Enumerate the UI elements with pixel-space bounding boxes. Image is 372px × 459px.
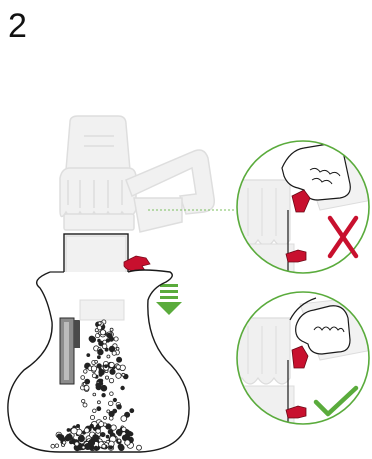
debris-particle	[92, 374, 96, 378]
debris-particle	[102, 344, 107, 349]
debris-particle	[89, 336, 94, 341]
debris-particle	[101, 433, 105, 437]
debris-particle	[94, 446, 97, 449]
debris-particle	[62, 441, 65, 444]
debris-particle	[110, 328, 113, 331]
debris-particle	[104, 416, 107, 419]
debris-particle	[127, 431, 132, 436]
debris-particle	[93, 393, 96, 396]
inset-correct	[236, 292, 372, 430]
debris-particle	[117, 405, 122, 410]
debris-particle	[107, 355, 110, 358]
debris-particle	[84, 370, 88, 374]
debris-particle	[93, 409, 97, 413]
debris-particle	[112, 351, 116, 355]
debris-particle	[137, 445, 142, 450]
debris-particle	[71, 428, 77, 434]
debris-particle	[55, 444, 59, 448]
debris-particle	[109, 337, 114, 342]
debris-particle	[82, 399, 85, 402]
debris-particle	[95, 329, 98, 332]
debris-particle	[105, 376, 108, 379]
debris-particle	[95, 360, 98, 363]
debris-particle	[125, 440, 130, 445]
debris-particle	[83, 403, 87, 407]
debris-particle	[116, 365, 120, 369]
debris-particle	[58, 435, 64, 441]
debris-particle	[81, 376, 85, 380]
debris-particle	[98, 349, 104, 355]
debris-particle	[122, 373, 125, 376]
debris-particle	[118, 439, 121, 442]
debris-particle	[117, 357, 122, 362]
debris-particle	[76, 424, 79, 427]
debris-particle	[82, 446, 85, 449]
debris-particle	[85, 379, 90, 384]
debris-particle	[122, 427, 126, 431]
debris-particle	[109, 362, 114, 367]
debris-particle	[111, 425, 116, 430]
debris-particle	[119, 445, 125, 451]
debris-particle	[84, 385, 89, 390]
bin-base	[80, 300, 124, 320]
debris-particle	[102, 393, 106, 397]
debris-particle	[75, 442, 79, 446]
debris-particle	[98, 322, 101, 325]
debris-particle	[99, 422, 104, 427]
debris-particle	[97, 364, 102, 369]
debris-particle	[74, 446, 77, 449]
debris-particle	[97, 356, 100, 359]
debris-particle	[121, 416, 127, 422]
debris-particle	[97, 407, 101, 411]
debris-particle	[100, 330, 105, 335]
debris-particle	[116, 429, 122, 435]
push-down-arrow	[156, 284, 182, 315]
debris-particle	[113, 409, 117, 413]
debris-particle	[109, 416, 113, 420]
debris-particle	[109, 446, 112, 449]
debris-particle	[91, 366, 96, 371]
debris-particle	[116, 373, 121, 378]
debris-particle	[88, 440, 94, 446]
debris-particle	[67, 429, 70, 432]
debris-particle	[69, 441, 72, 444]
debris-particle	[113, 398, 116, 401]
debris-particle	[109, 378, 113, 382]
debris-particle	[101, 385, 107, 391]
debris-particle	[121, 386, 125, 390]
debris-particle	[102, 444, 106, 448]
inset-incorrect	[236, 126, 372, 284]
debris-particle	[97, 401, 100, 404]
debris-particle	[105, 365, 108, 368]
debris-particle	[78, 436, 84, 442]
debris-particle	[110, 392, 114, 396]
debris-particle	[66, 434, 72, 440]
debris-particle	[99, 381, 103, 385]
debris-particle	[116, 347, 119, 350]
debris-particle	[106, 435, 109, 438]
debris-particle	[98, 339, 101, 342]
debris-particle	[51, 444, 55, 448]
debris-particle	[114, 337, 118, 341]
debris-particle	[87, 354, 90, 357]
debris-particle	[84, 428, 89, 433]
debris-particle	[108, 401, 113, 406]
debris-particle	[99, 369, 105, 375]
debris-particle	[90, 415, 94, 419]
debris-particle	[90, 424, 94, 428]
debris-particle	[110, 369, 115, 374]
debris-particle	[130, 409, 134, 413]
